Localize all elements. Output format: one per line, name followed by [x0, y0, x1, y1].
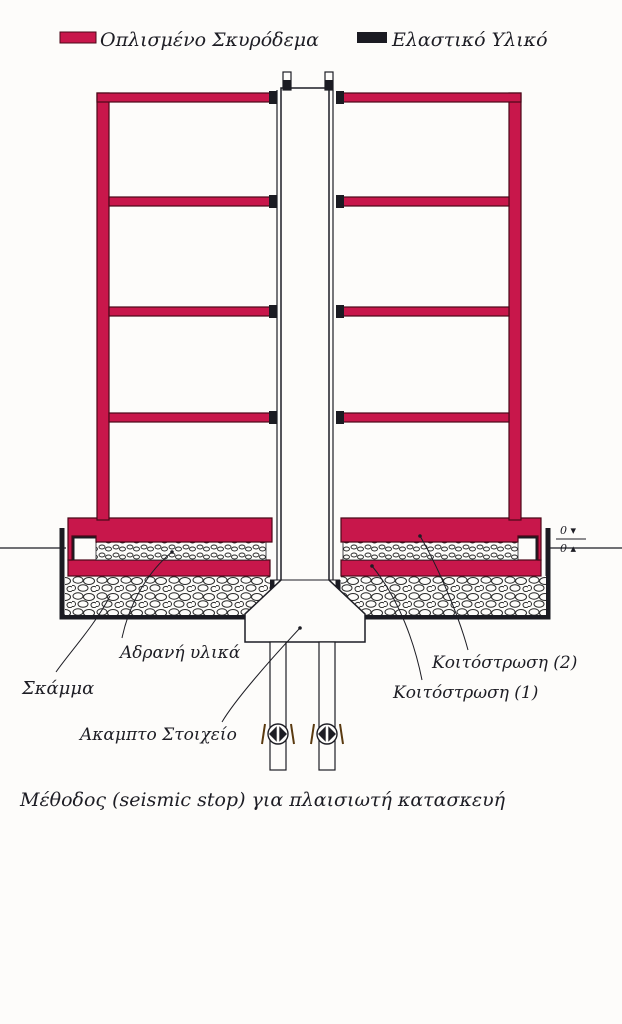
elastic-joint: [269, 305, 277, 318]
elastic-joint: [336, 195, 344, 208]
level-mark-bottom: 0 ▴: [560, 542, 576, 555]
beam-left-4: [108, 412, 276, 423]
beam-right-2: [339, 196, 510, 207]
elastic-joint: [336, 91, 344, 104]
legend-elastic-swatch: [357, 32, 387, 43]
anchor-rods: [269, 641, 336, 771]
gravel-layer-right: [342, 541, 519, 561]
label-rigid-element: Ακαμπτο Στοιχείο: [78, 725, 237, 745]
beam-left-3: [108, 306, 276, 317]
elastic-joint: [336, 411, 344, 424]
legend: Οπλισμένο Σκυρόδεμα Ελαστικό Υλικό: [59, 29, 548, 51]
beam-right-3: [339, 306, 510, 317]
elastic-joint: [269, 411, 277, 424]
bedding-2-right: [340, 517, 542, 561]
legend-concrete-label: Οπλισμένο Σκυρόδεμα: [100, 29, 319, 51]
beam-right-1: [339, 92, 522, 103]
elastic-joint: [269, 91, 277, 104]
anchor-rod-left: [269, 641, 287, 771]
label-bedding-2: Κοιτόστρωση (2): [431, 653, 577, 673]
rigid-element: [244, 87, 366, 643]
bedding-1-left: [67, 559, 271, 577]
elastic-joint: [269, 195, 277, 208]
column-left-outer: [96, 92, 110, 521]
anchor-valve-left: [261, 723, 295, 745]
anchor-valve-right: [310, 723, 344, 745]
beam-left-1: [96, 92, 276, 103]
bedding-1-right: [340, 559, 542, 577]
caption: Μέθοδος (seismic stop) για πλαισιωτή κατ…: [19, 789, 506, 811]
elastic-joint: [336, 305, 344, 318]
elastic-joints: [269, 91, 344, 424]
level-mark-top: 0 ▾: [560, 524, 576, 537]
elastic-cap: [325, 80, 333, 90]
label-excavation: Σκάμμα: [21, 678, 94, 699]
leader-lines: [55, 535, 469, 723]
beam-left-2: [108, 196, 276, 207]
legend-elastic-label: Ελαστικό Υλικό: [391, 29, 548, 51]
legend-concrete-swatch: [59, 31, 97, 44]
gravel-layer-left: [95, 541, 267, 561]
label-inert-material: Αδρανή υλικά: [118, 643, 241, 663]
inert-material-left: [65, 576, 270, 615]
elastic-cap: [283, 80, 291, 90]
label-bedding-1: Κοιτόστρωση (1): [392, 683, 538, 703]
elastic-corner-right: [518, 533, 541, 560]
elastic-corner-left: [69, 533, 96, 560]
bedding-2-left: [67, 517, 273, 561]
frame-left: [96, 92, 276, 521]
frame-right: [339, 92, 522, 521]
column-right-outer: [508, 92, 522, 521]
anchor-rod-right: [318, 641, 336, 771]
beam-right-4: [339, 412, 510, 423]
